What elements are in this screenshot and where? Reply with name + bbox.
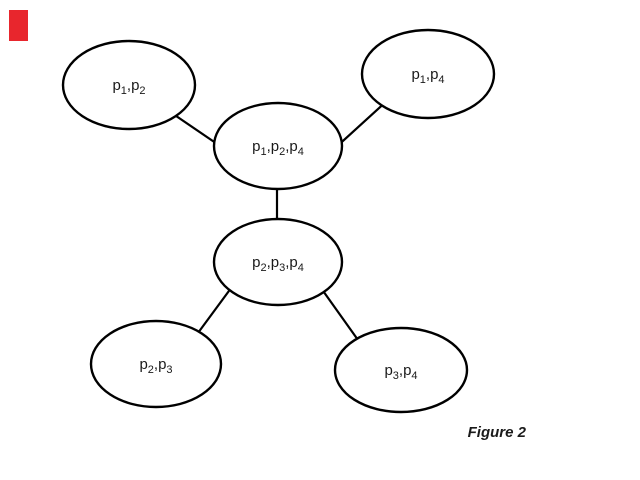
figure-caption: Figure 2 [467,424,526,441]
node-p2-p3-p4: p2​,p3​,p4​ [212,217,344,307]
node-ellipse-p1-p2-p4 [212,101,344,191]
node-ellipse-p2-p3 [89,319,223,409]
node-p3-p4: p3​,p4​ [333,326,469,414]
node-label-p1-p2-p4: p1​,p2​,p4​ [252,138,304,158]
node-p1-p4: p1​,p4​ [360,28,496,120]
node-label-p2-p3: p2​,p3​ [139,356,172,376]
node-p2-p3: p2​,p3​ [89,319,223,409]
red-marker [9,10,28,41]
node-ellipse-p1-p4 [360,28,496,120]
node-ellipse-p2-p3-p4 [212,217,344,307]
node-p1-p2: p1​,p2​ [61,39,197,131]
node-ellipse-p3-p4 [333,326,469,414]
node-label-p1-p4: p1​,p4​ [411,66,444,86]
node-label-p3-p4: p3​,p4​ [384,362,417,382]
node-label-p2-p3-p4: p2​,p3​,p4​ [252,254,304,274]
node-p1-p2-p4: p1​,p2​,p4​ [212,101,344,191]
node-ellipse-p1-p2 [61,39,197,131]
node-label-p1-p2: p1​,p2​ [112,77,145,97]
